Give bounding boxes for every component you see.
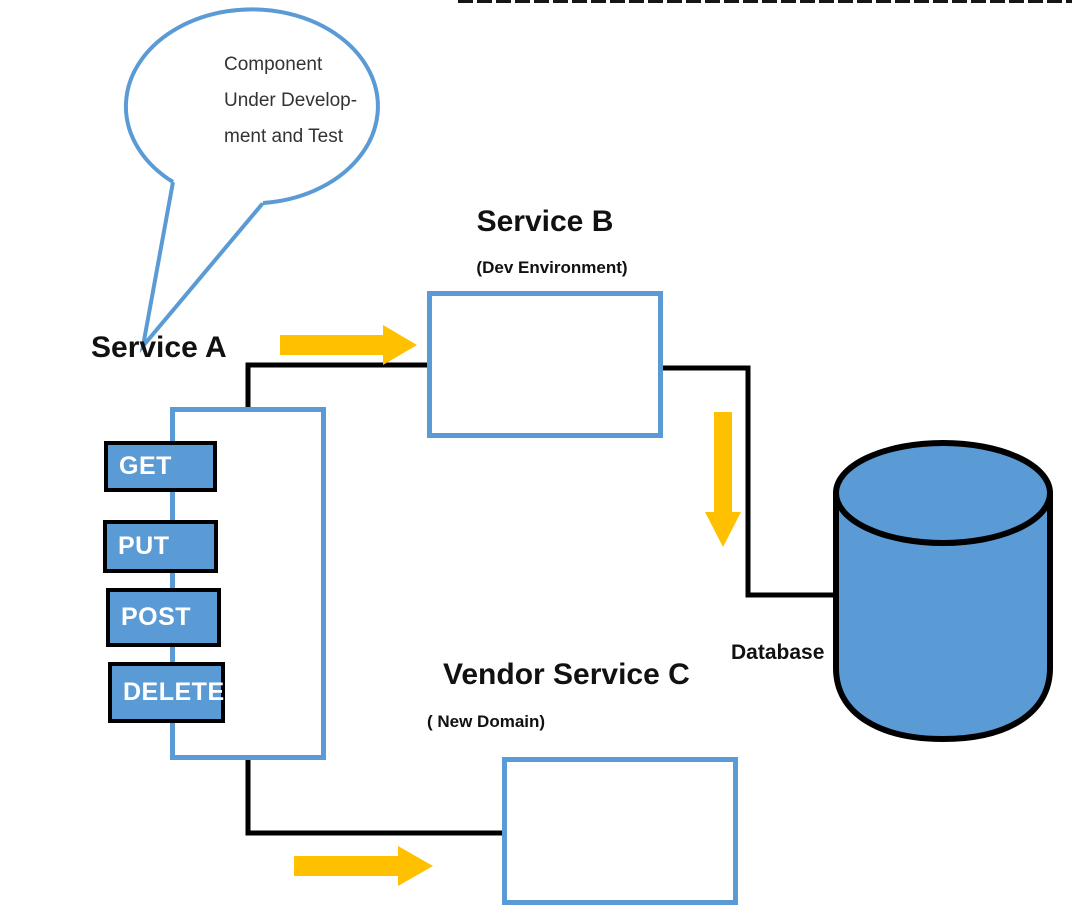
speech-bubble-ellipse <box>123 7 380 205</box>
service-b-box <box>427 291 663 438</box>
database-cylinder-icon <box>833 440 1053 743</box>
callout-line: ment and Test <box>224 126 344 147</box>
database-label: Database <box>731 641 825 664</box>
speech-bubble-tail <box>139 181 265 354</box>
arrow-right-icon-a-to-c <box>294 846 433 886</box>
service-a-title: Service A <box>91 331 227 364</box>
vendor-service-c-subtitle: ( New Domain) <box>427 712 546 731</box>
connector-b-to-database <box>660 365 840 598</box>
arrow-down-icon-b-to-database <box>705 412 741 547</box>
connector-a-to-c <box>245 758 505 836</box>
method-chip-put: PUT <box>103 520 218 573</box>
vendor-service-c-title: Vendor Service C <box>443 658 690 691</box>
vendor-service-c-box <box>502 757 738 905</box>
method-chip-post: POST <box>106 588 221 647</box>
top-edge-artifact <box>458 0 1072 3</box>
method-chip-get: GET <box>104 441 217 492</box>
connector-a-to-b <box>245 362 430 409</box>
database-cylinder-top <box>833 440 1053 546</box>
callout-line: Component <box>224 54 323 75</box>
arrow-right-icon-a-to-b <box>280 325 417 365</box>
callout-text: Component Under Develop- ment and Test <box>224 47 357 155</box>
service-b-subtitle: (Dev Environment) <box>476 258 628 277</box>
speech-bubble <box>123 7 380 354</box>
database-cylinder-body <box>833 493 1053 743</box>
service-b-title: Service B <box>476 205 614 238</box>
callout-line: Under Develop- <box>224 90 358 111</box>
method-chip-delete: DELETE <box>108 662 225 723</box>
